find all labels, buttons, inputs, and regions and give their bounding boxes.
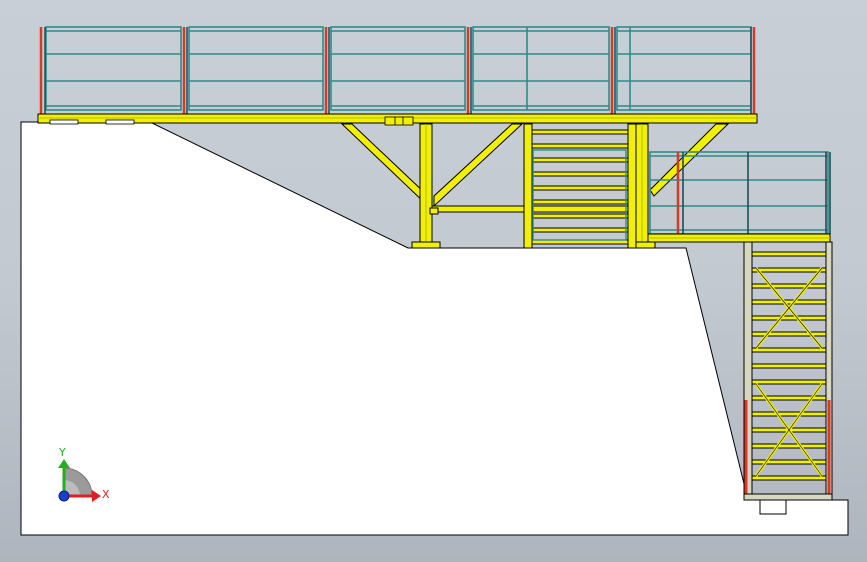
upper-stair xyxy=(523,123,637,249)
lower-stair-treads xyxy=(751,251,827,481)
support-frame xyxy=(340,123,730,249)
y-axis-label: Y xyxy=(58,446,66,459)
landing-deck xyxy=(647,233,831,243)
x-axis-label: X xyxy=(102,488,110,501)
upper-deck xyxy=(37,113,758,126)
upper-stair-treads xyxy=(531,129,629,245)
ground-pit xyxy=(759,500,787,515)
upper-railing-panels xyxy=(45,26,752,111)
coordinate-triad[interactable]: Y X xyxy=(58,446,110,502)
ground-terrain xyxy=(20,121,849,536)
lower-stair xyxy=(743,241,833,501)
landing-railing xyxy=(649,151,831,235)
upper-railing-posts xyxy=(39,27,756,114)
z-axis-dot xyxy=(58,490,70,502)
upper-railing xyxy=(39,26,756,114)
